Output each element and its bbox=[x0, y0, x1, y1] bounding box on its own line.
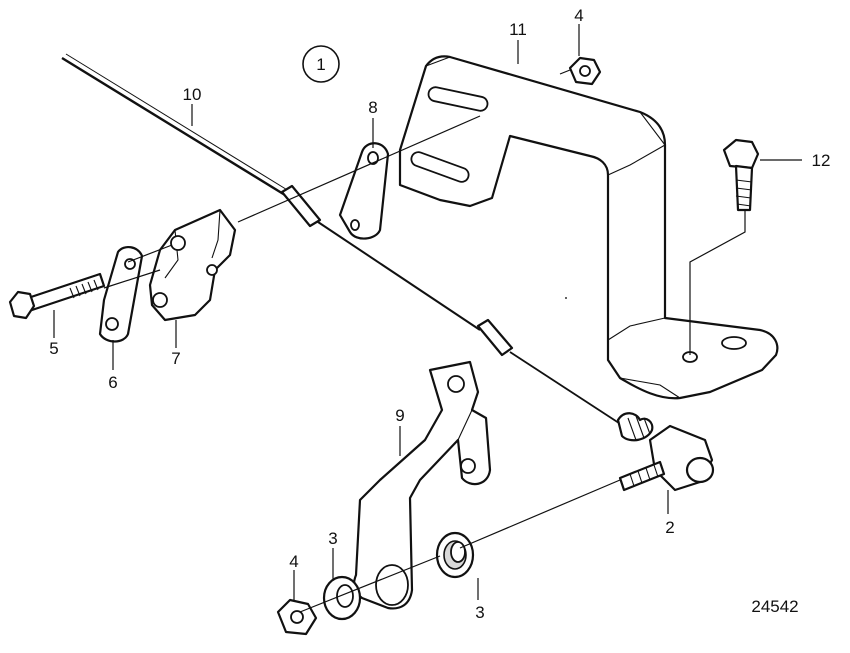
nut-4-bottom bbox=[276, 598, 318, 636]
plate-6 bbox=[98, 246, 144, 343]
spacer-3-right bbox=[435, 531, 475, 579]
ball-joint bbox=[618, 424, 715, 492]
callout-leaders bbox=[53, 24, 802, 600]
link-plate-8 bbox=[338, 142, 390, 240]
callout-10: 10 bbox=[183, 85, 202, 104]
illustration-number: 24542 bbox=[751, 597, 798, 616]
callout-4-top: 4 bbox=[574, 6, 583, 25]
cable-clamp bbox=[148, 208, 237, 322]
callout-2: 2 bbox=[665, 518, 674, 537]
callout-5: 5 bbox=[49, 339, 58, 358]
lever-9 bbox=[352, 360, 492, 610]
callout-9: 9 bbox=[395, 406, 404, 425]
mounting-bracket bbox=[398, 55, 779, 400]
bolt-12 bbox=[722, 138, 760, 212]
callout-4-bottom: 4 bbox=[289, 552, 298, 571]
callout-6: 6 bbox=[108, 373, 117, 392]
alignment-lines bbox=[103, 69, 746, 613]
callout-7: 7 bbox=[171, 349, 180, 368]
callout-labels: 2 3 3 4 4 5 6 7 8 9 10 11 12 bbox=[49, 6, 830, 622]
nut-4-top bbox=[568, 56, 602, 86]
view-number-marker: 1 bbox=[302, 45, 340, 83]
callout-3-right: 3 bbox=[475, 603, 484, 622]
callout-11: 11 bbox=[509, 20, 527, 39]
view-number: 1 bbox=[316, 55, 325, 74]
callout-12: 12 bbox=[812, 151, 831, 170]
control-cable bbox=[61, 53, 654, 442]
callout-3-left: 3 bbox=[328, 529, 337, 548]
callout-8: 8 bbox=[368, 98, 377, 117]
bolt-5 bbox=[8, 272, 106, 320]
washer-3-left bbox=[322, 575, 362, 621]
